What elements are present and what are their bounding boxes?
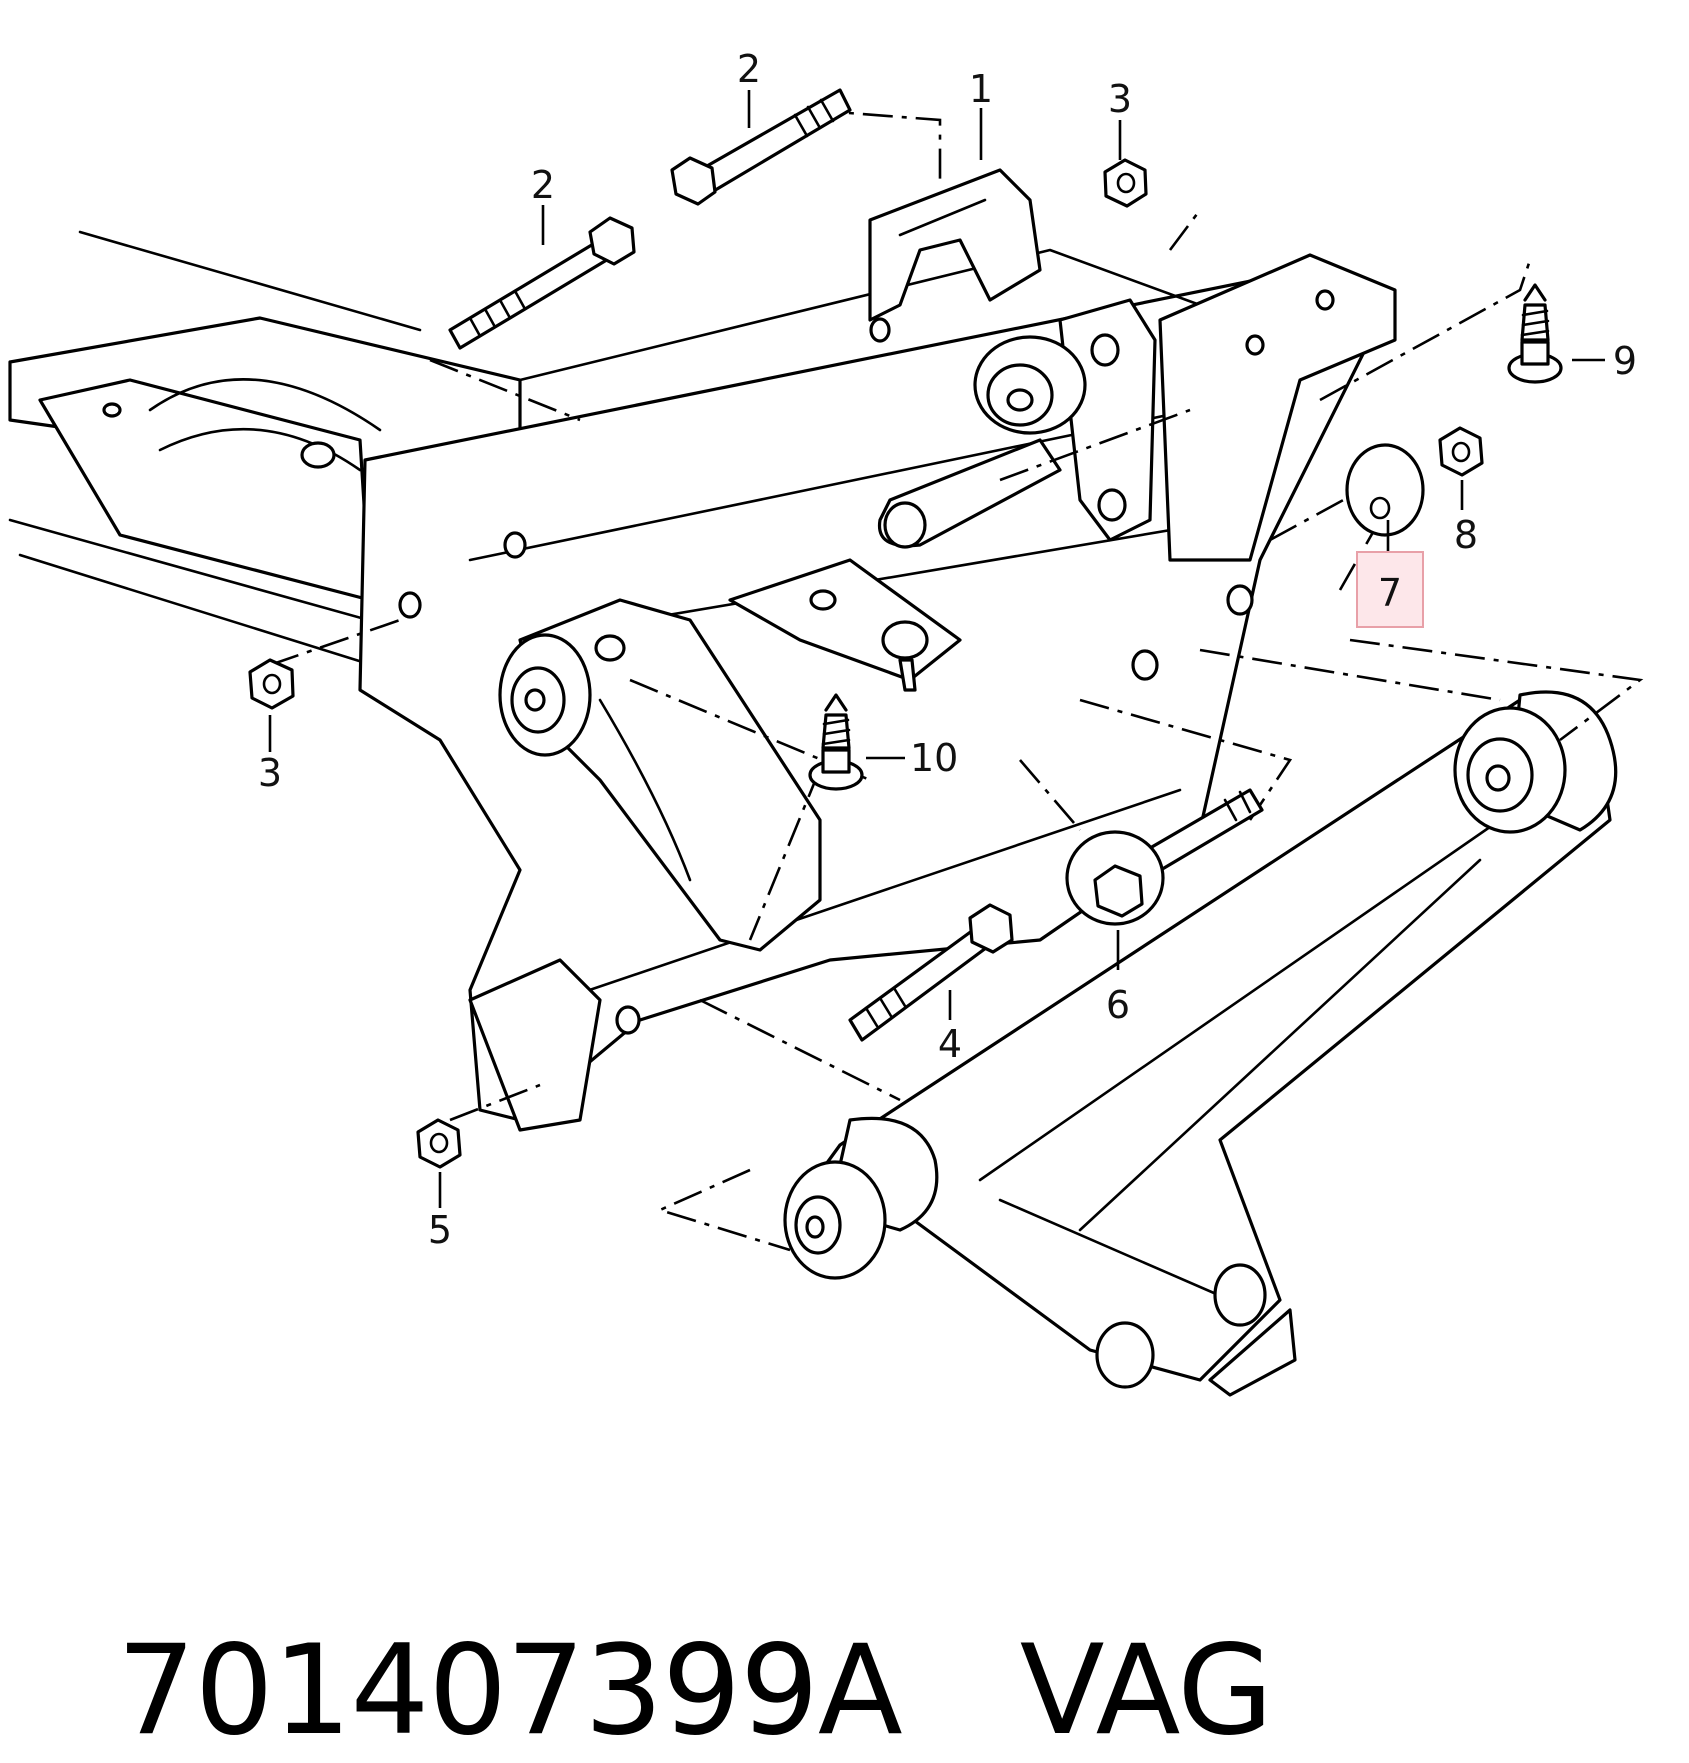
assembly-lines <box>269 108 1644 1252</box>
callout-10: 10 <box>910 736 958 780</box>
callout-4: 4 <box>938 1022 962 1066</box>
chassis-rail <box>8 230 522 682</box>
nut-icon <box>248 658 295 710</box>
bracket-1 <box>868 168 1042 322</box>
center-bracket <box>728 558 962 692</box>
leader-lines <box>268 90 1605 1208</box>
engine-mount-left <box>498 598 822 952</box>
callout-1: 1 <box>969 67 993 111</box>
nut-icon <box>1438 426 1484 477</box>
callout-2: 2 <box>531 163 555 207</box>
nut-icon <box>1103 158 1148 208</box>
callout-3: 3 <box>1108 77 1132 121</box>
exploded-parts-diagram: 1 2 2 3 3 4 5 6 7 8 9 10 <box>8 47 1644 1397</box>
callout-8: 8 <box>1454 513 1478 557</box>
washer-bolt-icon <box>1065 788 1264 926</box>
callout-numbers: 1 2 2 3 3 4 5 6 7 8 9 10 <box>258 47 1637 1252</box>
bolt-icon <box>848 903 1014 1042</box>
callout-5: 5 <box>428 1208 452 1252</box>
bolt-icon <box>670 88 852 206</box>
callout-3: 3 <box>258 751 282 795</box>
engine-mount-right <box>877 298 1157 549</box>
screw-icon <box>1507 283 1563 384</box>
callout-9: 9 <box>1613 339 1637 383</box>
nut-icon <box>416 1118 462 1169</box>
callout-2: 2 <box>737 47 761 91</box>
brand-name: VAG <box>1019 1619 1274 1763</box>
part-number: 701407399A <box>116 1619 903 1763</box>
part-caption: 701407399A VAG <box>40 1505 1274 1763</box>
highlight-box <box>1356 551 1424 628</box>
screw-icon <box>808 693 864 791</box>
control-arm <box>783 690 1618 1397</box>
bolt-icon <box>448 216 636 350</box>
washer-icon <box>1345 443 1425 537</box>
callout-6: 6 <box>1106 983 1130 1027</box>
callout-7: 7 <box>1378 571 1402 615</box>
